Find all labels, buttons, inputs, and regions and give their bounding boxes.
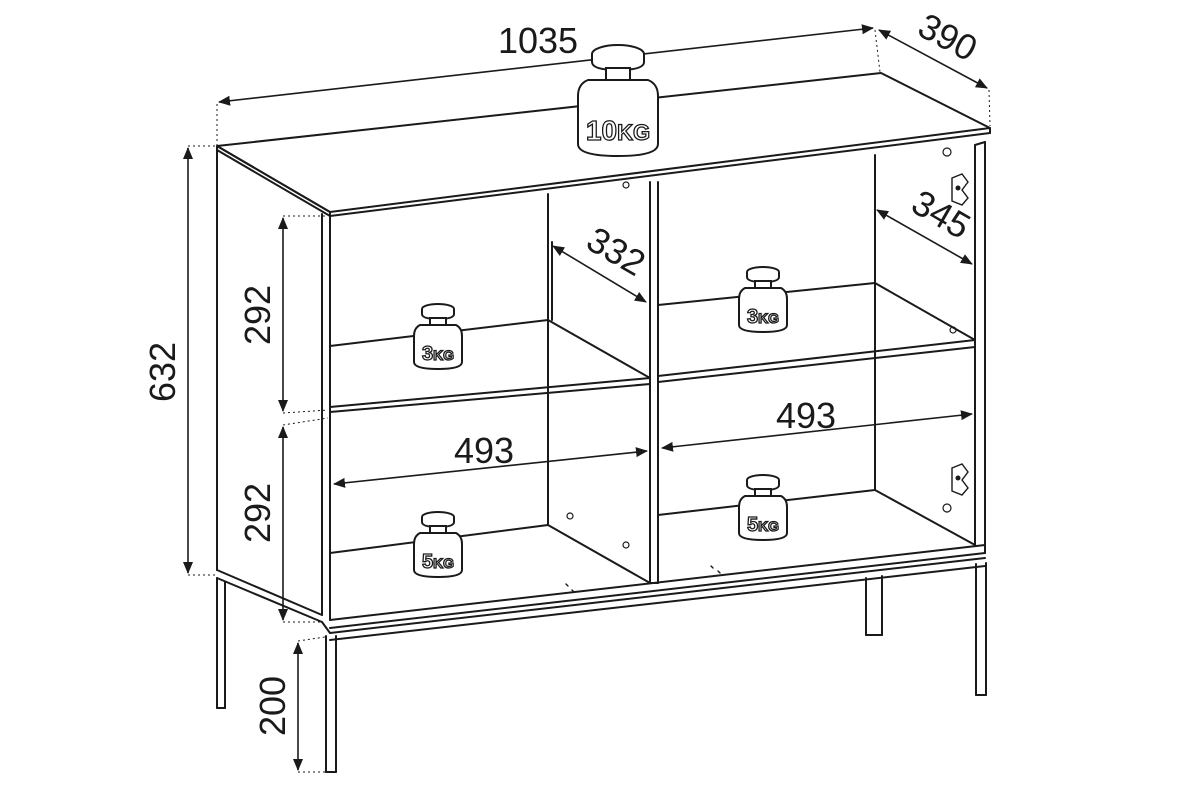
dimension-depth: 390 — [878, 5, 991, 127]
dimension-right-depth: 345 — [876, 181, 978, 265]
dimension-lower-left-width: 493 — [333, 430, 648, 488]
dimension-upper-right-width: 493 — [661, 395, 973, 452]
left-side-panel — [216, 149, 331, 621]
weight-icon-upper-left: 3KG — [413, 303, 463, 371]
depth-label: 390 — [912, 5, 984, 69]
cabinet-body — [216, 72, 991, 773]
dimension-lower-compartment: 292 — [237, 417, 329, 623]
shelf-bottom-right — [657, 489, 976, 546]
height-label: 632 — [142, 342, 183, 402]
left-depth-label: 332 — [580, 218, 653, 284]
weight-upper-left-label: 3KG — [422, 343, 454, 365]
width-label: 1035 — [498, 20, 578, 61]
weight-lower-left-label: 5KG — [422, 551, 454, 573]
shelf-upper-left — [329, 319, 651, 413]
right-depth-label: 345 — [905, 181, 978, 247]
left-bay-back — [547, 193, 553, 526]
weight-icon-lower-right: 5KG — [738, 474, 788, 542]
weight-upper-right-label: 3KG — [747, 306, 779, 328]
leg-height-label: 200 — [252, 676, 293, 736]
hinge-lower — [951, 463, 969, 496]
dimension-left-depth: 332 — [552, 218, 653, 303]
leg-frame — [216, 557, 987, 773]
dimension-width: 1035 — [216, 20, 881, 145]
weight-lower-right-label: 5KG — [747, 514, 779, 536]
weight-top-label: 10KG — [586, 115, 650, 146]
shelf-bottom-left — [329, 524, 651, 584]
dimension-upper-compartment: 292 — [237, 215, 329, 414]
shelf-upper-right — [657, 282, 976, 383]
weight-icon-upper-right: 3KG — [738, 266, 788, 334]
upper-compartment-label: 292 — [237, 285, 278, 345]
dimension-height: 632 — [142, 145, 215, 576]
weight-icon-lower-left: 5KG — [413, 511, 463, 579]
dimension-leg-height: 200 — [252, 636, 326, 773]
weight-icon-top: 10KG — [577, 44, 659, 158]
upper-right-width-label: 493 — [776, 395, 836, 436]
bottom-board — [329, 544, 986, 629]
lower-compartment-label: 292 — [237, 483, 278, 543]
lower-left-width-label: 493 — [454, 430, 514, 471]
hinge-upper — [951, 173, 969, 206]
